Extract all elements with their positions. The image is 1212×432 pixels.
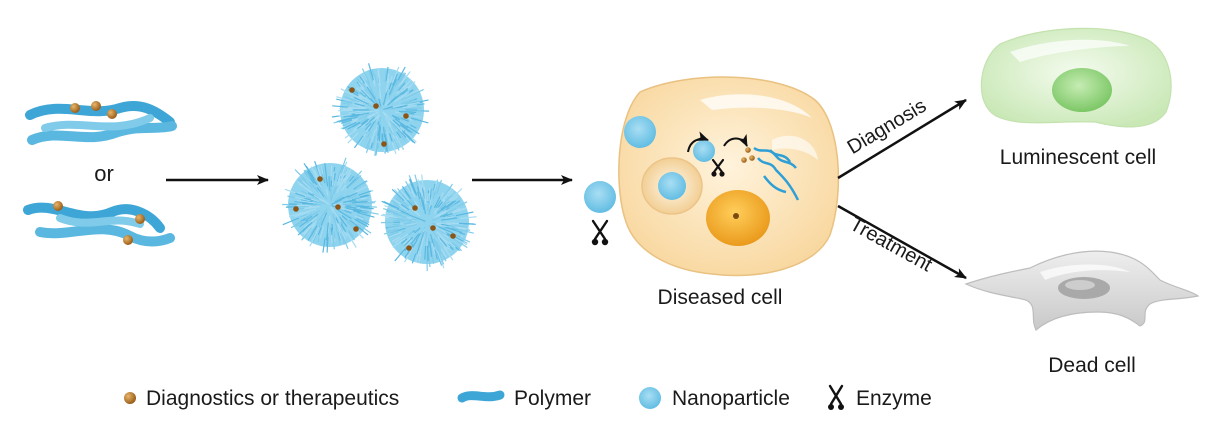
embedded-drug-particle: [412, 205, 418, 211]
legend: Diagnostics or therapeutics Polymer Nano…: [124, 384, 932, 410]
embedded-drug-particle: [317, 176, 323, 182]
embedded-drug-particle: [403, 113, 409, 119]
or-label: or: [94, 161, 114, 186]
treatment-label: Treatment: [846, 213, 936, 276]
arrow-treatment: [837, 204, 967, 280]
approaching-nanoparticle: [584, 181, 616, 213]
spiky-nanoparticle: [380, 174, 477, 272]
degraded-polymer: [741, 146, 800, 201]
embedded-drug-particle: [293, 206, 299, 212]
legend-nanoparticle-label: Nanoparticle: [672, 387, 790, 410]
embedded-drug-particle: [349, 87, 355, 93]
diseased-cell: [618, 76, 840, 277]
internalized-nanoparticle: [658, 172, 686, 200]
drug-particle: [107, 109, 117, 119]
legend-drug-label: Diagnostics or therapeutics: [146, 387, 399, 410]
arrow-diagnosis: [837, 98, 967, 180]
dead-cell: [964, 250, 1200, 331]
drug-particle: [123, 235, 133, 245]
embedded-drug-particle: [430, 225, 436, 231]
dead-cell-label: Dead cell: [1048, 354, 1136, 377]
legend-polymer-label: Polymer: [514, 387, 591, 410]
approaching-nanoparticle: [624, 116, 656, 148]
luminescent-nucleus: [1052, 68, 1112, 112]
polymer-drug-lower: [23, 201, 175, 247]
embedded-drug-particle: [335, 204, 341, 210]
drug-particle: [70, 103, 80, 113]
enzyme-icon: [591, 219, 609, 246]
drug-particle: [53, 201, 63, 211]
nanoparticle-cluster: [282, 63, 477, 272]
legend-enzyme-label: Enzyme: [856, 387, 932, 410]
embedded-drug-particle: [381, 141, 387, 147]
drug-legend-icon: [124, 392, 136, 404]
luminescent-cell: [980, 27, 1172, 128]
enzyme-legend-icon: [828, 384, 844, 410]
drug-particle: [135, 214, 145, 224]
luminescent-cell-label: Luminescent cell: [1000, 146, 1156, 169]
embedded-drug-particle: [373, 103, 379, 109]
polymer-drug-upper: [25, 100, 177, 145]
spiky-nanoparticle: [331, 63, 430, 156]
nanoparticle-with-enzyme: [693, 140, 715, 162]
drug-particle: [91, 101, 101, 111]
spiky-nanoparticle: [282, 157, 379, 253]
nanoparticle-legend-icon: [639, 387, 661, 409]
enzyme-icon: [711, 158, 725, 177]
embedded-drug-particle: [353, 226, 359, 232]
polymer-legend-icon: [457, 390, 505, 403]
embedded-drug-particle: [406, 245, 412, 251]
diseased-cell-label: Diseased cell: [658, 286, 783, 309]
embedded-drug-particle: [450, 233, 456, 239]
